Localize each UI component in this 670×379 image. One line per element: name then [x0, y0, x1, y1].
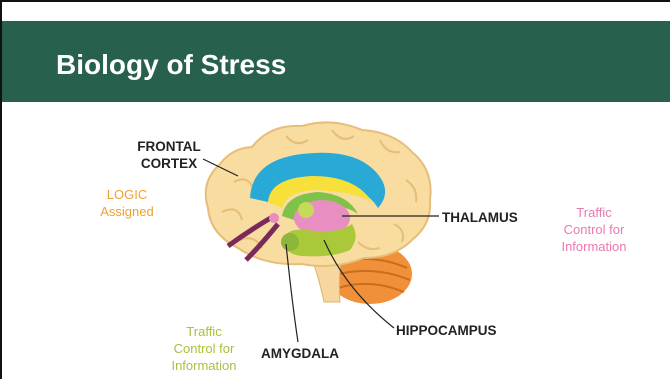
- label-hippocampus: HIPPOCAMPUS: [396, 322, 497, 339]
- note-thalamus-line2: Control for: [546, 221, 642, 238]
- note-amygdala-line1: Traffic: [156, 323, 252, 340]
- frontal-cortex-line1: FRONTAL: [128, 138, 210, 155]
- note-thalamus-line1: Traffic: [546, 204, 642, 221]
- note-amygdala-line3: Information: [156, 357, 252, 374]
- label-frontal-cortex: FRONTAL CORTEX: [128, 138, 210, 172]
- note-logic-line1: LOGIC: [74, 186, 180, 203]
- note-thalamus-line3: Information: [546, 238, 642, 255]
- note-logic: LOGIC Assigned: [74, 186, 180, 220]
- note-amygdala-line2: Control for: [156, 340, 252, 357]
- label-thalamus: THALAMUS: [442, 209, 518, 226]
- label-amygdala: AMYGDALA: [261, 345, 339, 362]
- amygdala: [281, 233, 299, 251]
- frontal-cortex-line2: CORTEX: [128, 155, 210, 172]
- note-thalamus-function: Traffic Control for Information: [546, 204, 642, 255]
- note-amygdala-function: Traffic Control for Information: [156, 323, 252, 374]
- note-logic-line2: Assigned: [74, 203, 180, 220]
